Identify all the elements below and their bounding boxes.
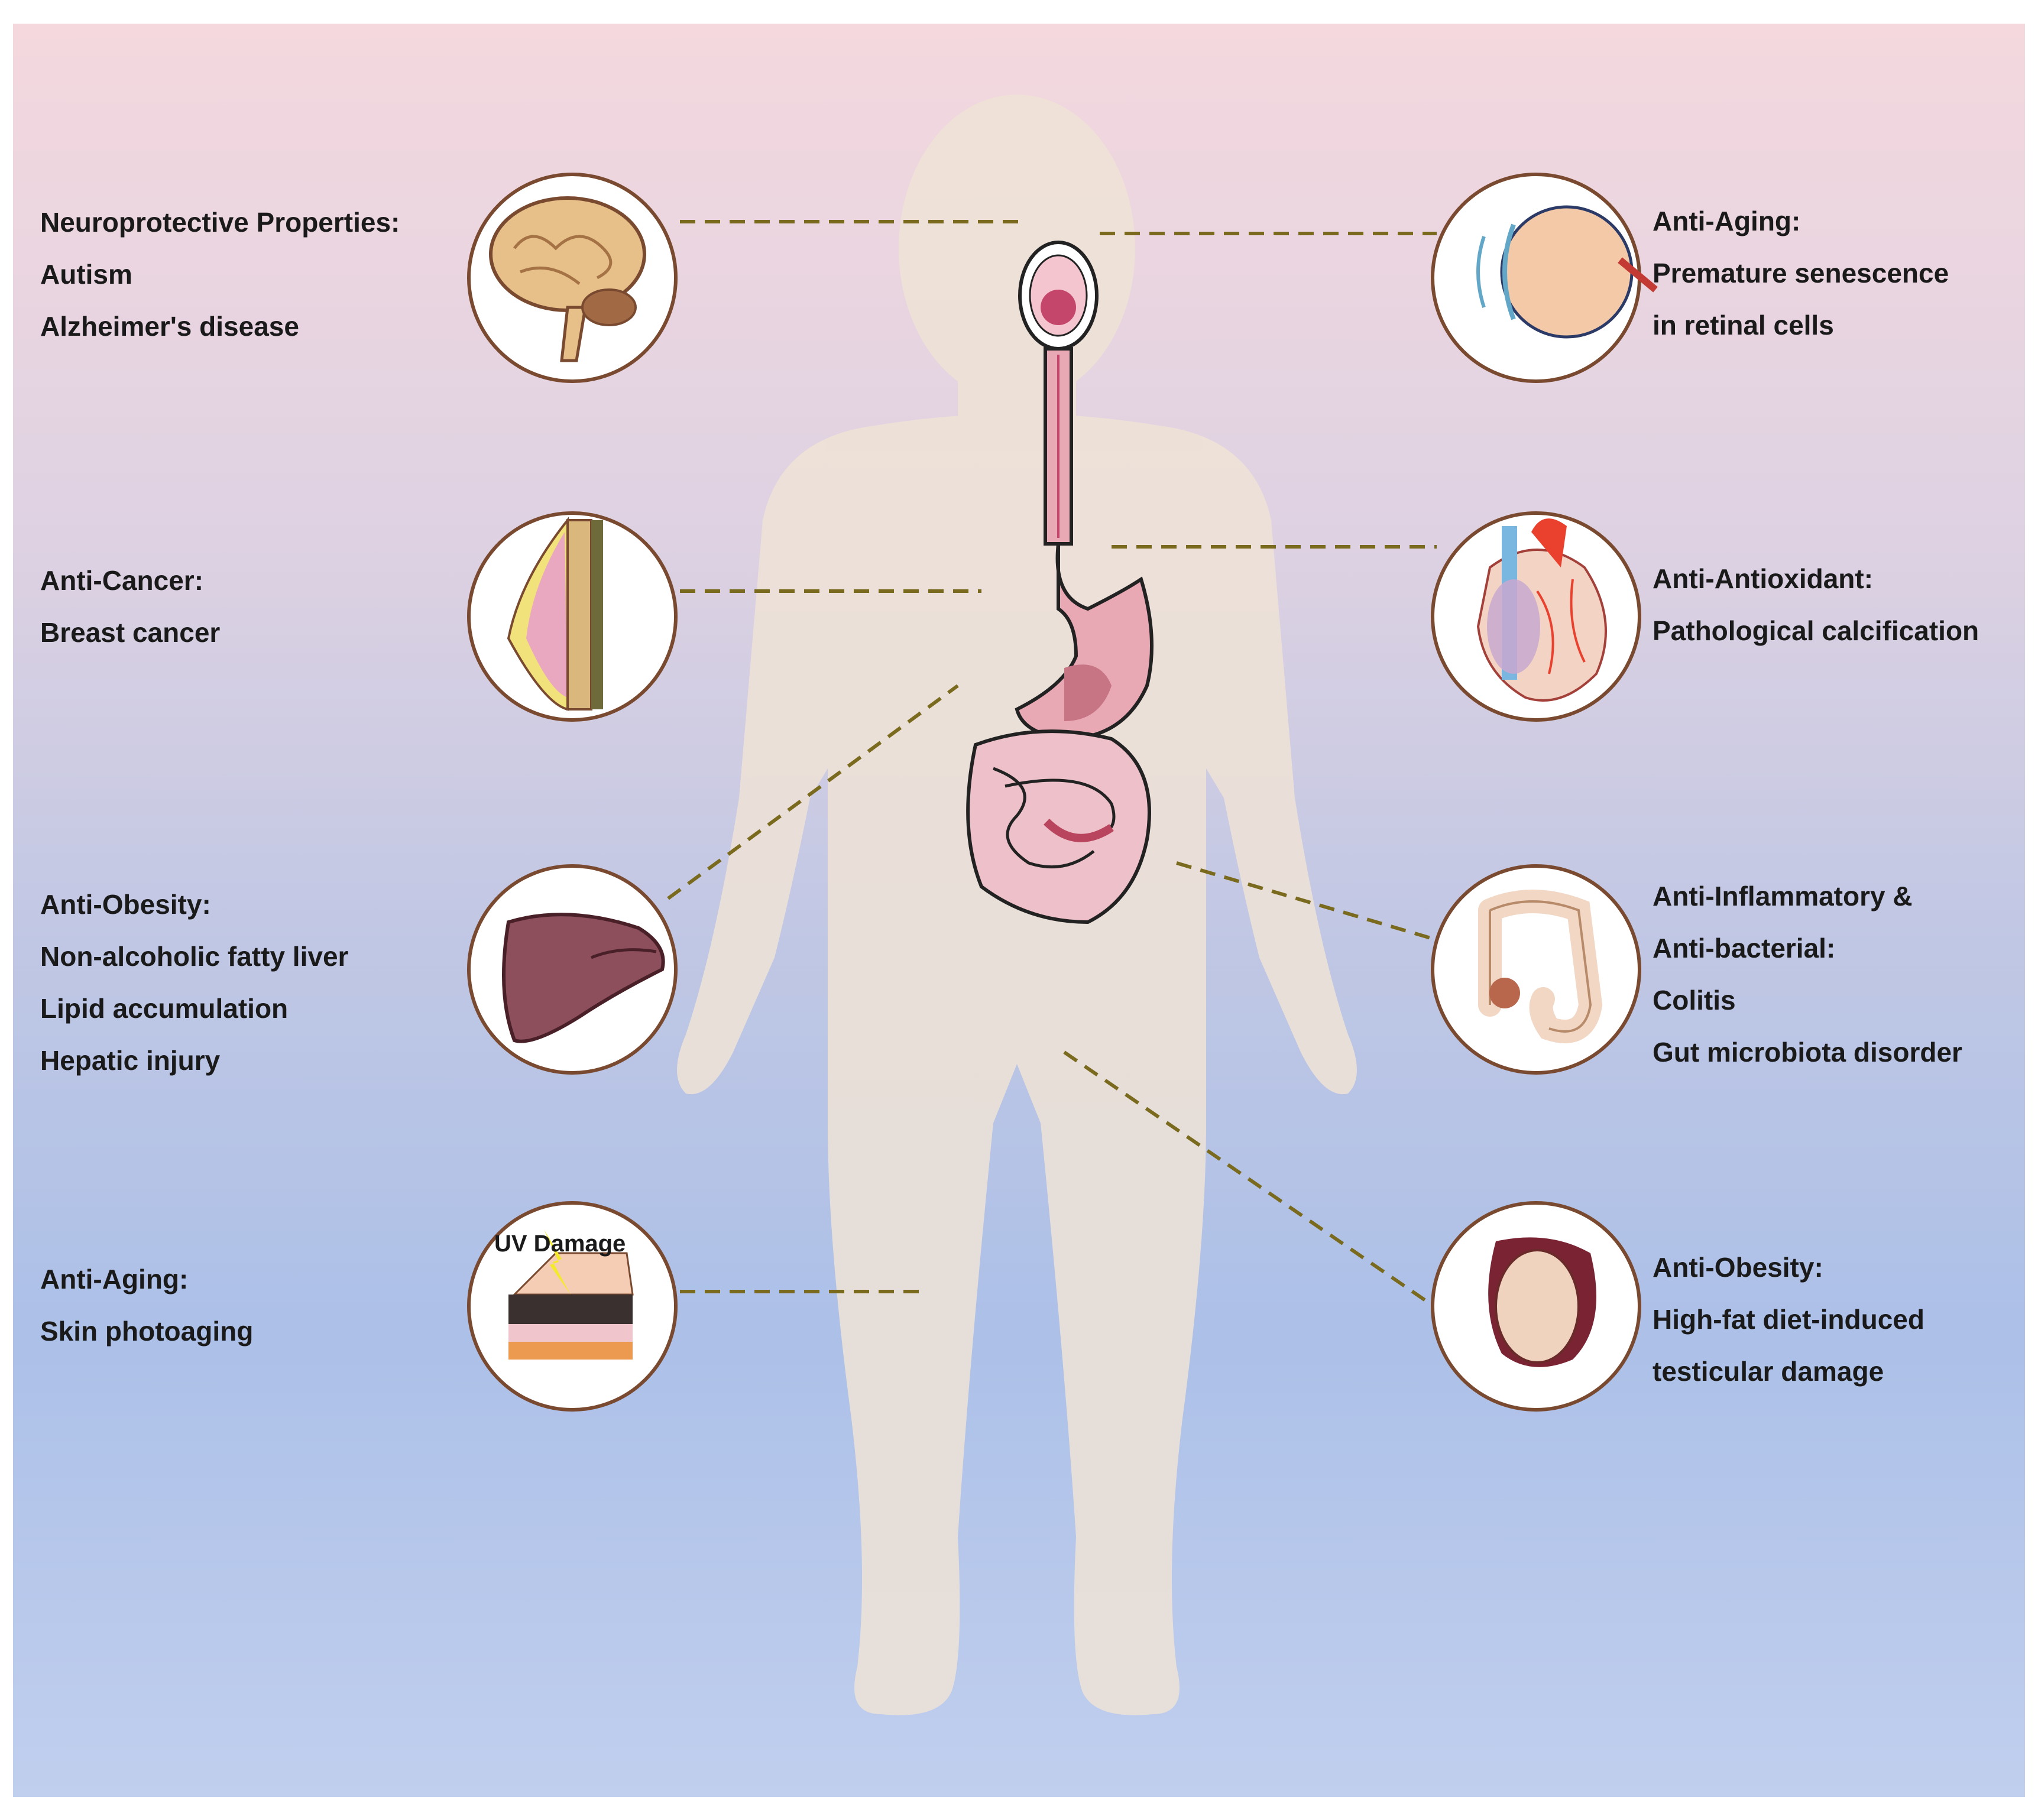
label-line: Anti-Antioxidant: xyxy=(1653,563,1874,594)
label-line: in retinal cells xyxy=(1653,310,1834,340)
label-line: High-fat diet-induced xyxy=(1653,1304,1924,1335)
heart-circle-icon xyxy=(1431,511,1641,722)
lightning-icon xyxy=(544,1229,571,1295)
label-anti-aging-skin: Anti-Aging: Skin photoaging xyxy=(40,1253,253,1357)
connector-testis xyxy=(1063,1050,1444,1314)
label-line: Anti-Inflammatory & xyxy=(1653,881,1913,911)
label-line: Colitis xyxy=(1653,985,1736,1016)
label-line: Hepatic injury xyxy=(40,1045,221,1076)
label-line: Pathological calcification xyxy=(1653,615,1979,646)
skin-circle-icon xyxy=(467,1201,678,1412)
liver-circle-icon xyxy=(467,864,678,1075)
label-line: Autism xyxy=(40,259,132,290)
label-line: Neuroprotective Properties: xyxy=(40,207,400,238)
label-anti-obesity-liver: Anti-Obesity: Non-alcoholic fatty liver … xyxy=(40,878,348,1086)
connector-colon xyxy=(1176,861,1437,942)
label-line: Skin photoaging xyxy=(40,1316,254,1347)
label-neuroprotective: Neuroprotective Properties: Autism Alzhe… xyxy=(40,196,400,352)
label-line: Alzheimer's disease xyxy=(40,311,299,342)
uv-damage-label: UV Damage xyxy=(494,1231,626,1257)
mouth-illustration xyxy=(1018,241,1099,351)
label-line: Anti-Obesity: xyxy=(1653,1252,1823,1283)
label-line: Breast cancer xyxy=(40,617,221,648)
label-anti-obesity-testis: Anti-Obesity: High-fat diet-induced test… xyxy=(1653,1241,1924,1397)
digestive-organs-illustration xyxy=(966,543,1154,924)
brain-circle-icon xyxy=(467,173,678,383)
label-line: Anti-Aging: xyxy=(1653,206,1801,236)
label-line: testicular damage xyxy=(1653,1356,1884,1387)
eye-circle-icon xyxy=(1431,173,1658,383)
label-anti-aging-retina: Anti-Aging: Premature senescence in reti… xyxy=(1653,195,1949,351)
label-line: Anti-Aging: xyxy=(40,1264,189,1295)
label-anti-cancer: Anti-Cancer: Breast cancer xyxy=(40,554,220,658)
colon-circle-icon xyxy=(1431,864,1641,1075)
label-anti-inflammatory: Anti-Inflammatory & Anti-bacterial: Coli… xyxy=(1653,870,1962,1078)
label-line: Anti-Cancer: xyxy=(40,565,204,596)
label-line: Premature senescence xyxy=(1653,258,1949,288)
label-line: Anti-Obesity: xyxy=(40,889,211,920)
label-line: Anti-bacterial: xyxy=(1653,933,1836,963)
esophagus-illustration xyxy=(1044,347,1073,546)
label-line: Non-alcoholic fatty liver xyxy=(40,941,349,972)
label-line: Gut microbiota disorder xyxy=(1653,1037,1962,1068)
testis-circle-icon xyxy=(1431,1201,1641,1412)
connector-liver xyxy=(667,684,959,900)
breast-circle-icon xyxy=(467,511,678,722)
label-anti-antioxidant: Anti-Antioxidant: Pathological calcifica… xyxy=(1653,553,1979,657)
connector-lines xyxy=(667,220,1444,1314)
label-line: Lipid accumulation xyxy=(40,993,289,1024)
